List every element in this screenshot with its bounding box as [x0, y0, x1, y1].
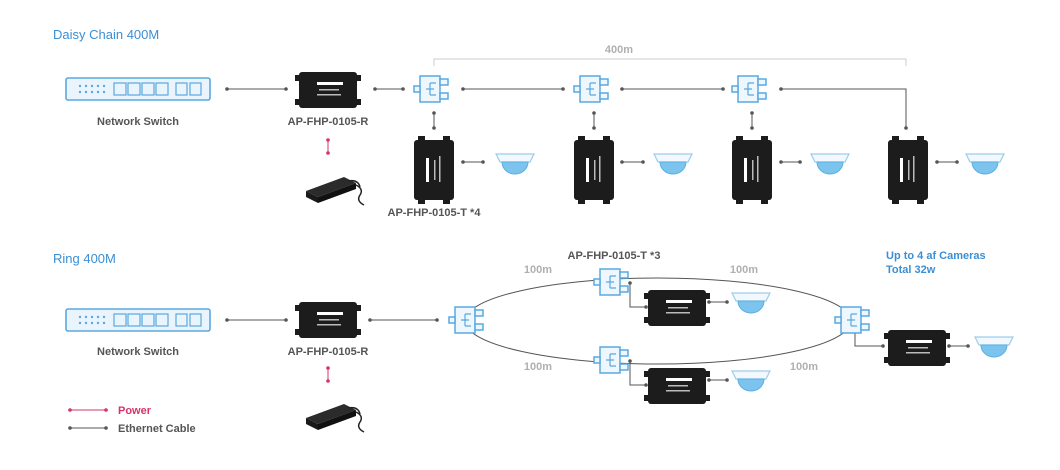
dome-camera-icon — [974, 336, 1014, 358]
legend: Power Ethernet Cable — [68, 405, 196, 435]
poe-receiver-icon — [295, 302, 361, 338]
coax-splitter-icon — [834, 306, 870, 334]
network-switch-icon — [65, 308, 211, 332]
ring-receiver-label: AP-FHP-0105-R — [288, 346, 369, 358]
daisy-transmitter-label: AP-FHP-0105-T *4 — [388, 207, 482, 219]
ring-power-cable — [326, 366, 330, 383]
ring-distance-label: 100m — [524, 361, 552, 373]
dome-camera-icon — [965, 153, 1005, 175]
ring-camera-note-line2: Total 32w — [886, 264, 936, 276]
dome-camera-icon — [495, 153, 535, 175]
ring-title: Ring 400M — [53, 251, 116, 266]
dome-camera-icon — [731, 370, 771, 392]
poe-transmitter-icon — [732, 136, 772, 204]
network-switch-icon — [65, 77, 211, 101]
dome-camera-icon — [810, 153, 850, 175]
daisy-distance-bracket — [433, 58, 907, 66]
poe-transmitter-icon — [414, 136, 454, 204]
coax-splitter-icon — [731, 75, 767, 103]
legend-ethernet-swatch — [68, 426, 108, 430]
poe-transmitter-icon — [644, 368, 710, 404]
ring-distance-label: 100m — [730, 264, 758, 276]
daisy-ethernet-cables — [227, 88, 957, 163]
ring-ethernet-cables — [227, 283, 968, 386]
coax-splitter-icon — [593, 268, 629, 296]
daisy-switch-label: Network Switch — [97, 116, 179, 128]
coax-splitter-icon — [448, 306, 484, 334]
coax-splitter-icon — [573, 75, 609, 103]
power-adapter-icon — [305, 403, 365, 433]
dome-camera-icon — [653, 153, 693, 175]
poe-transmitter-icon — [574, 136, 614, 204]
ring-camera-note-line1: Up to 4 af Cameras — [886, 250, 986, 262]
ring-distance-label: 100m — [524, 264, 552, 276]
daisy-cable-endpoints — [225, 87, 959, 164]
dome-camera-icon — [731, 292, 771, 314]
daisy-receiver-label: AP-FHP-0105-R — [288, 116, 369, 128]
legend-ethernet-label: Ethernet Cable — [118, 423, 196, 435]
power-adapter-icon — [305, 176, 365, 206]
poe-receiver-icon — [295, 72, 361, 108]
coax-splitter-icon — [593, 346, 629, 374]
daisy-power-cable — [326, 138, 330, 155]
daisy-distance-label: 400m — [605, 44, 633, 56]
poe-transmitter-icon — [644, 290, 710, 326]
ring-distance-label: 100m — [790, 361, 818, 373]
daisy-chain-title: Daisy Chain 400M — [53, 27, 159, 42]
poe-transmitter-icon — [888, 136, 928, 204]
poe-transmitter-icon — [884, 330, 950, 366]
legend-power-swatch — [68, 408, 108, 412]
ring-switch-label: Network Switch — [97, 346, 179, 358]
coax-splitter-icon — [413, 75, 449, 103]
legend-power-label: Power — [118, 405, 152, 417]
ring-transmitter-label: AP-FHP-0105-T *3 — [568, 250, 661, 262]
